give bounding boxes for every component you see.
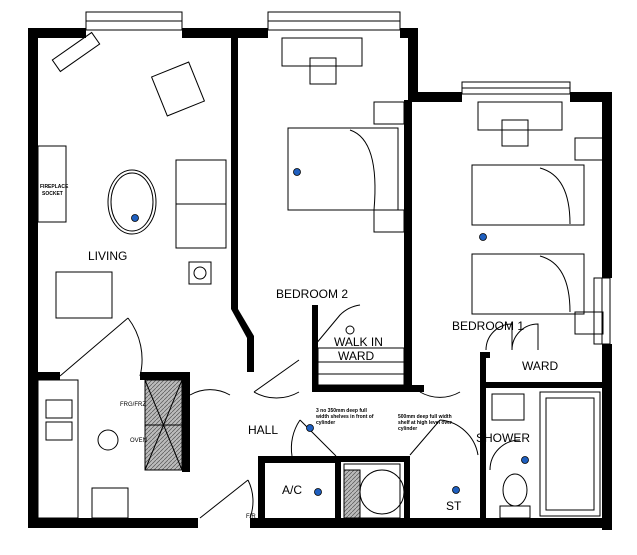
shelves-note-3: cylinder xyxy=(316,420,335,426)
room-label-st: ST xyxy=(446,499,462,513)
living-furniture xyxy=(37,31,227,319)
room-label-walk-in-ward-1: WALK IN xyxy=(334,335,383,349)
bed-bedroom2 xyxy=(287,127,399,211)
bed-1 xyxy=(471,164,585,226)
room-label-bedroom2: BEDROOM 2 xyxy=(276,287,348,301)
window-living xyxy=(85,11,183,31)
outer-walls xyxy=(28,28,612,530)
coffee-table xyxy=(107,169,157,235)
hob-icon xyxy=(97,429,119,451)
room-label-ac: A/C xyxy=(282,483,302,497)
fir-label: FIR xyxy=(246,514,256,520)
sink xyxy=(45,399,73,419)
cylinder xyxy=(359,469,405,515)
shelves-note-2: width shelves in front of xyxy=(315,414,374,420)
shelves-note-1: 3 no 350mm deep full xyxy=(316,408,367,414)
window-bedroom2 xyxy=(267,11,401,31)
speaker xyxy=(188,261,212,285)
oven-label: OVEN xyxy=(130,438,147,444)
doors xyxy=(59,304,539,519)
shelf-note-1: 500mm deep full width xyxy=(398,414,452,420)
toilet xyxy=(502,473,528,507)
armchair xyxy=(150,61,206,117)
tv-unit xyxy=(51,31,101,73)
shelf-note-2: shelf at high level over xyxy=(398,420,452,426)
walk-in-ward-shelves xyxy=(317,325,405,386)
desk-bedroom1 xyxy=(477,101,563,131)
fireplace-label-1: FIREPLACE xyxy=(40,184,69,190)
room-label-hall: HALL xyxy=(248,423,278,437)
room-label-living: LIVING xyxy=(88,249,127,263)
room-label-ward: WARD xyxy=(522,359,559,373)
kitchen xyxy=(37,379,183,519)
fridge-freezer-label: FRG/FRZ xyxy=(120,402,146,408)
fireplace xyxy=(37,145,67,223)
bedroom1-furniture xyxy=(471,101,604,335)
cooker xyxy=(91,487,129,519)
chair xyxy=(309,57,337,85)
cylinder-cupboard xyxy=(343,463,405,519)
interior-walls xyxy=(38,34,604,520)
bed-2 xyxy=(471,253,585,315)
desk xyxy=(281,37,363,67)
bedroom2-furniture xyxy=(281,37,405,233)
shower-tray xyxy=(539,391,601,517)
window-bedroom1 xyxy=(461,81,571,95)
basin xyxy=(491,393,525,421)
shower-room-fittings xyxy=(491,391,601,519)
light-fittings xyxy=(131,168,529,496)
shelf-note-3: cylinder xyxy=(398,426,417,432)
room-label-shower: SHOWER xyxy=(476,431,530,445)
armchair-2 xyxy=(55,271,113,319)
fireplace-label-2: SOCKET xyxy=(42,191,63,197)
room-label-bedroom1: BEDROOM 1 xyxy=(452,319,524,333)
room-label-walk-in-ward-2: WARD xyxy=(338,349,375,363)
